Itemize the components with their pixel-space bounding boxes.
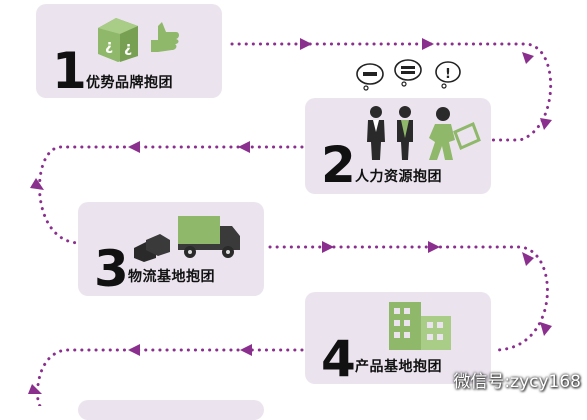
step-number: 3 — [94, 240, 129, 298]
arrow-left-icon — [240, 344, 252, 356]
svg-text:¿: ¿ — [124, 40, 132, 56]
svg-text:!: ! — [445, 67, 451, 82]
box-and-thumbs-up-icon: ¿ ¿ — [98, 18, 179, 62]
step-label: 优势品牌抱团 — [86, 75, 173, 91]
arrow-down-icon — [28, 384, 42, 394]
arrow-down-icon — [522, 52, 534, 64]
step-card-2: 2 人力资源抱团 — [305, 98, 491, 194]
arrow-left-icon — [238, 141, 250, 153]
arrow-right-icon — [300, 38, 312, 50]
arrow-down-icon — [30, 178, 44, 190]
step-label: 人力资源抱团 — [355, 169, 442, 185]
step-card-4: 4 产品基地抱团 — [305, 292, 491, 384]
watermark-text: 微信号:zycy168 — [453, 372, 581, 392]
flow-connectors — [28, 38, 553, 406]
arrow-right-icon — [428, 241, 440, 253]
buildings-icon — [389, 302, 451, 350]
arrow-down-icon — [540, 322, 552, 336]
step-card-5 — [78, 400, 264, 420]
speech-bubbles-icon: ! — [356, 59, 461, 91]
people-icon — [367, 106, 481, 160]
arrow-left-icon — [128, 344, 140, 356]
step-number: 1 — [52, 42, 87, 100]
arrow-down-icon — [522, 252, 534, 266]
step-card-3: 3 物流基地抱团 — [78, 202, 264, 296]
truck-and-boxes-icon — [134, 216, 240, 262]
arrow-left-icon — [128, 141, 140, 153]
step-number: 2 — [321, 136, 356, 194]
arrow-down-icon — [540, 118, 552, 130]
connector-4-5 — [36, 348, 304, 406]
step-card-1: 1 优势品牌抱团 ¿ ¿ — [36, 4, 222, 98]
connector-2-3 — [38, 145, 304, 245]
step-label: 产品基地抱团 — [355, 359, 442, 375]
connector-arrowheads — [28, 38, 552, 394]
arrow-right-icon — [422, 38, 434, 50]
step-number: 4 — [321, 330, 356, 388]
svg-text:¿: ¿ — [105, 38, 113, 54]
step-label: 物流基地抱团 — [128, 269, 215, 285]
connector-1-2 — [230, 42, 553, 142]
arrow-right-icon — [322, 241, 334, 253]
flow-diagram: 1 优势品牌抱团 ¿ ¿ 2 人力资源抱团 — [28, 4, 581, 420]
